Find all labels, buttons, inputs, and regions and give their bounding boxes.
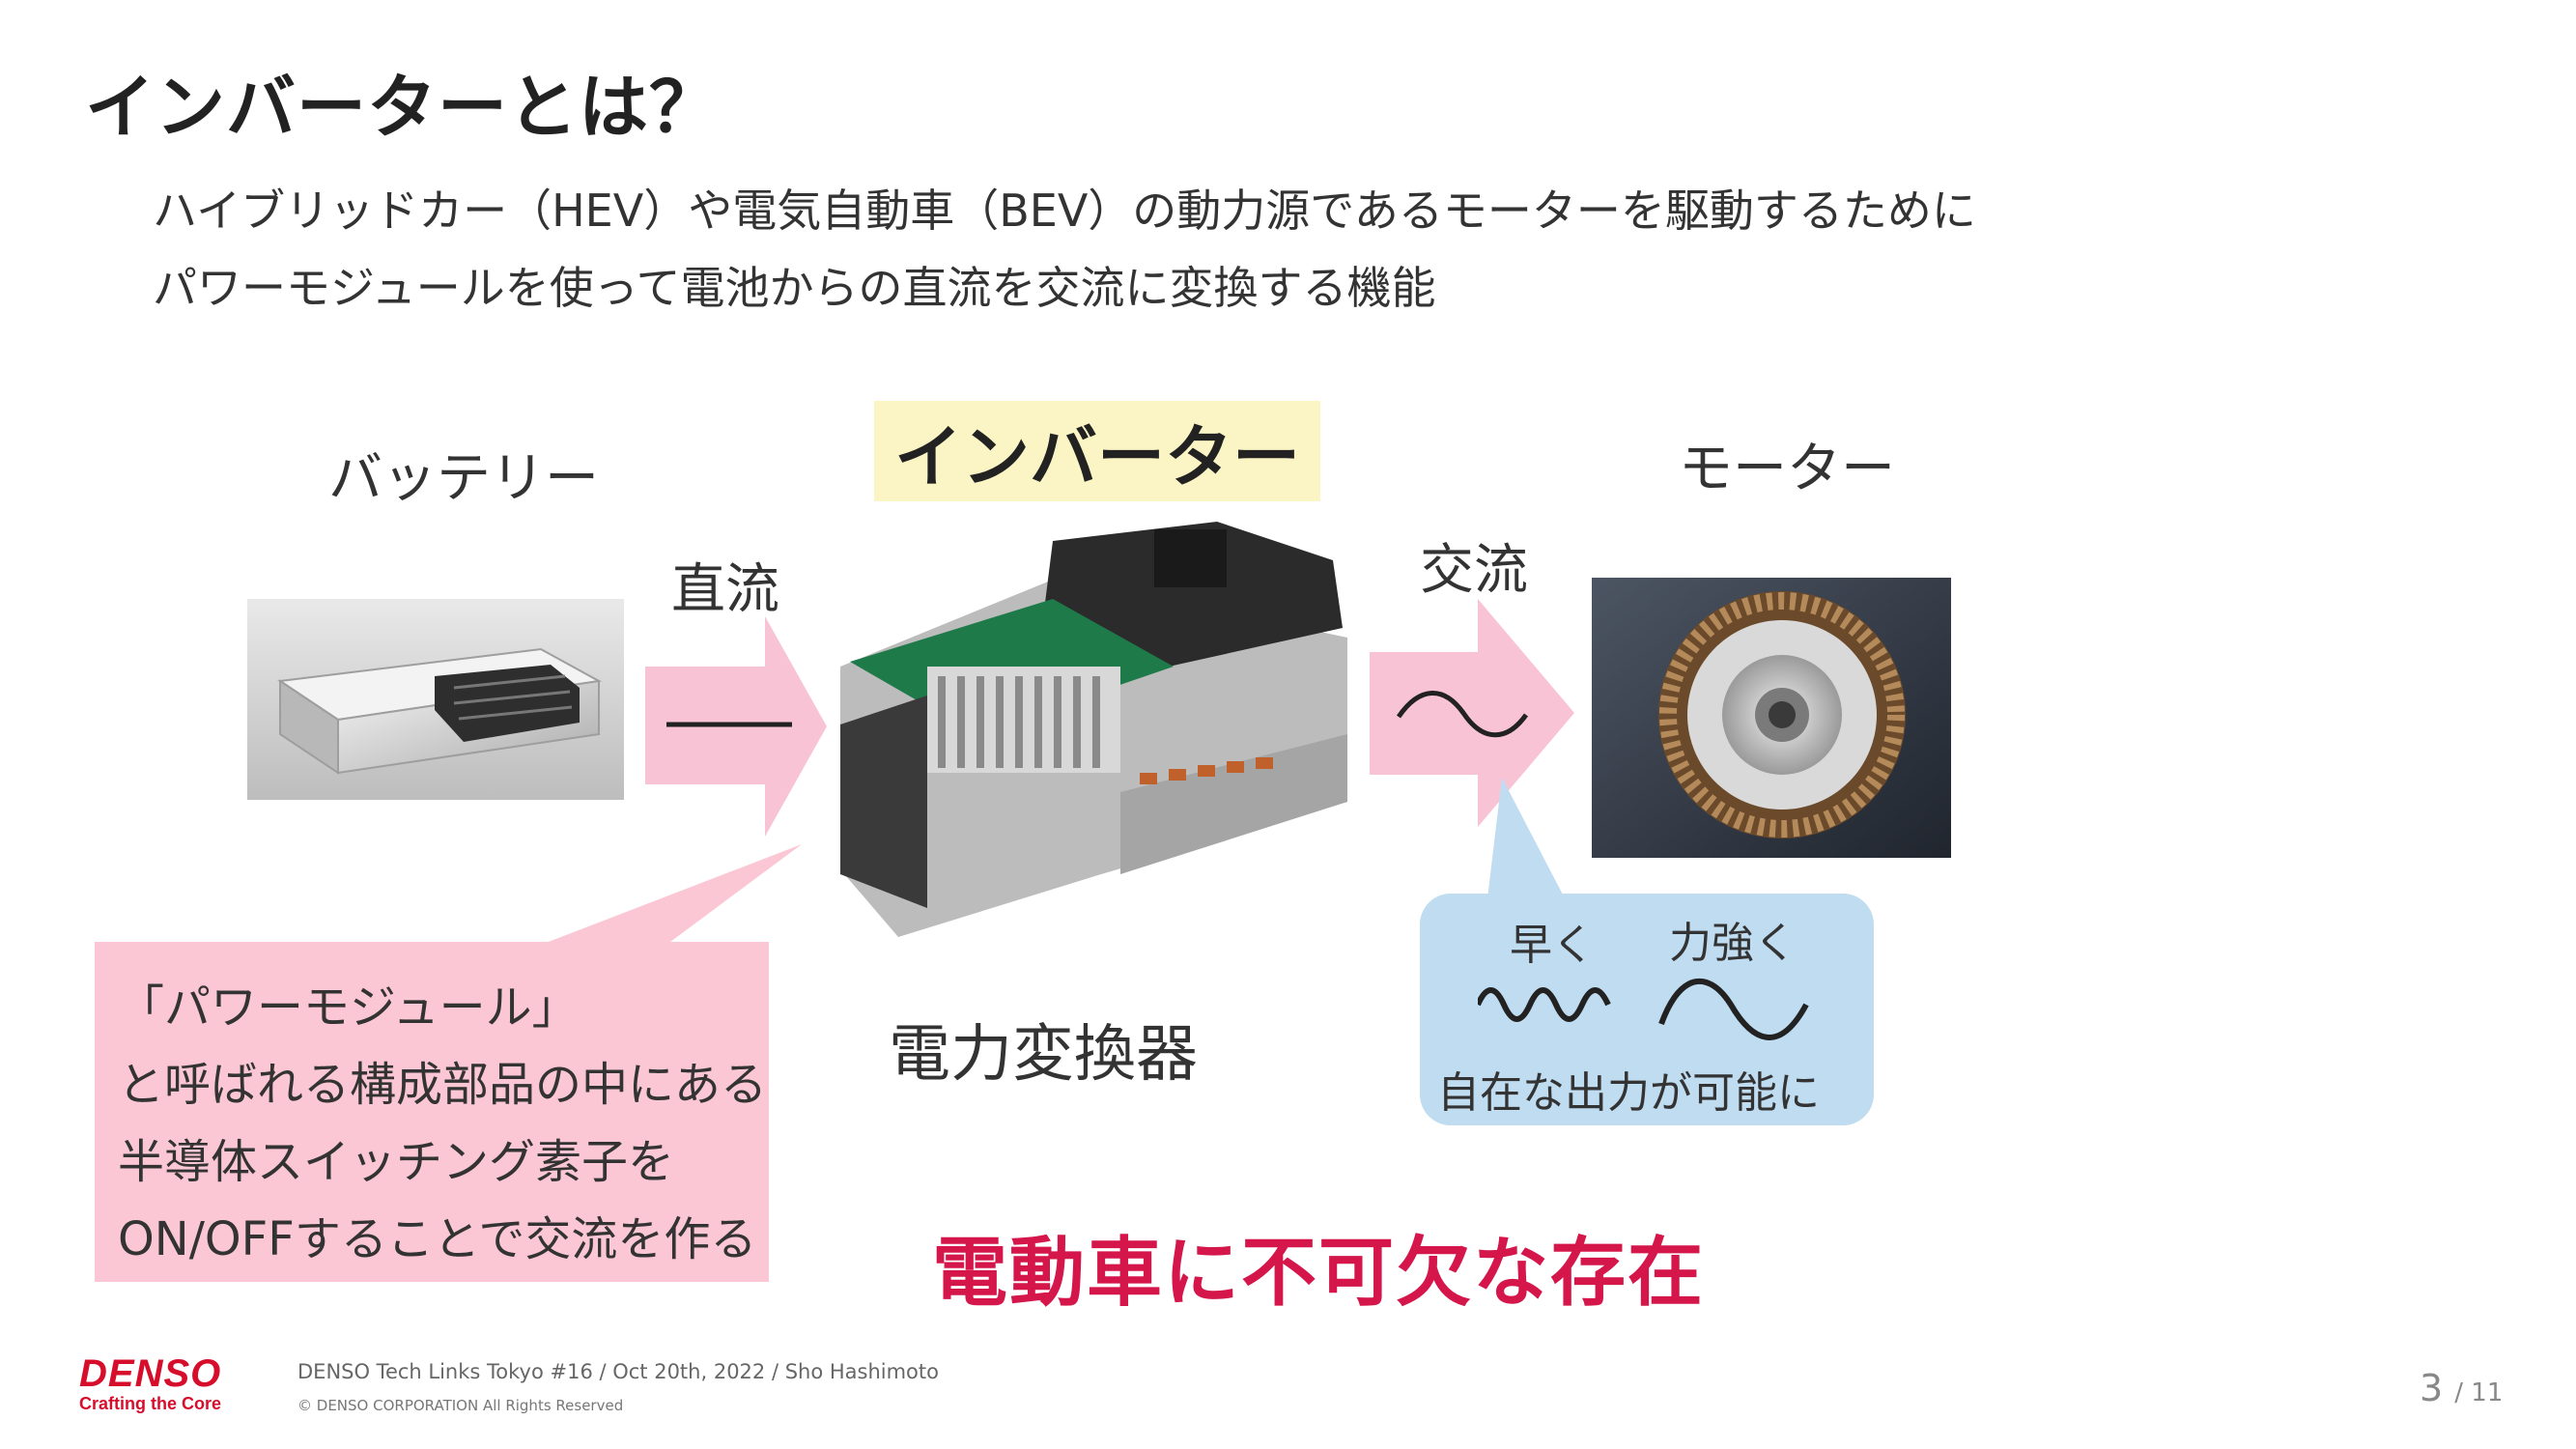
strong-wave-icon <box>1658 978 1809 1040</box>
output-callout-pointer <box>1487 778 1565 898</box>
slide-title: インバーターとは？ <box>85 67 721 148</box>
power-module-note-line-4: ON/OFFすることで交流を作る <box>118 1212 757 1266</box>
inverter-label: インバーター <box>894 416 1300 497</box>
denso-tagline: Crafting the Core <box>79 1394 222 1413</box>
power-module-note-line-2: と呼ばれる構成部品の中にある <box>118 1058 768 1112</box>
page-current: 3 <box>2420 1367 2444 1409</box>
battery-image <box>247 599 624 800</box>
ac-label: 交流 <box>1420 539 1528 602</box>
page-number: 3 / 11 <box>2420 1367 2503 1409</box>
motor-image <box>1592 578 1951 858</box>
page-total: / 11 <box>2454 1378 2504 1407</box>
description-line-2: パワーモジュールを使って電池からの直流を交流に変換する機能 <box>153 262 1436 314</box>
inverter-image <box>840 522 1347 937</box>
waveform-icons <box>1478 978 1809 1040</box>
highlight-message: 電動車に不可欠な存在 <box>932 1230 1706 1317</box>
ac-arrow <box>1370 599 1574 827</box>
fast-wave-icon <box>1478 987 1611 1022</box>
motor-label: モーター <box>1679 438 1895 500</box>
power-module-note <box>95 942 769 1282</box>
denso-logo: DENSO <box>79 1352 222 1395</box>
description-line-1: ハイブリッドカー（HEV）や電気自動車（BEV）の動力源であるモーターを駆動する… <box>153 185 1976 237</box>
power-module-note-line-3: 半導体スイッチング素子を <box>118 1135 675 1189</box>
footer-event: DENSO Tech Links Tokyo #16 / Oct 20th, 2… <box>297 1360 939 1383</box>
power-module-callout-pointer <box>541 844 802 945</box>
battery-label: バッテリー <box>328 447 599 510</box>
output-note-strong: 力強く <box>1669 919 1797 968</box>
power-module-note-line-1: 「パワーモジュール」 <box>118 980 579 1035</box>
footer-copyright: © DENSO CORPORATION All Rights Reserved <box>297 1397 624 1414</box>
converter-label: 電力変換器 <box>889 1019 1198 1091</box>
dc-arrow <box>645 616 827 837</box>
output-note-fast: 早く <box>1510 921 1595 970</box>
output-note-caption: 自在な出力が可能に <box>1437 1068 1820 1118</box>
output-note <box>1420 894 1874 1125</box>
dc-label: 直流 <box>671 558 779 621</box>
inverter-label-highlight <box>874 401 1320 501</box>
